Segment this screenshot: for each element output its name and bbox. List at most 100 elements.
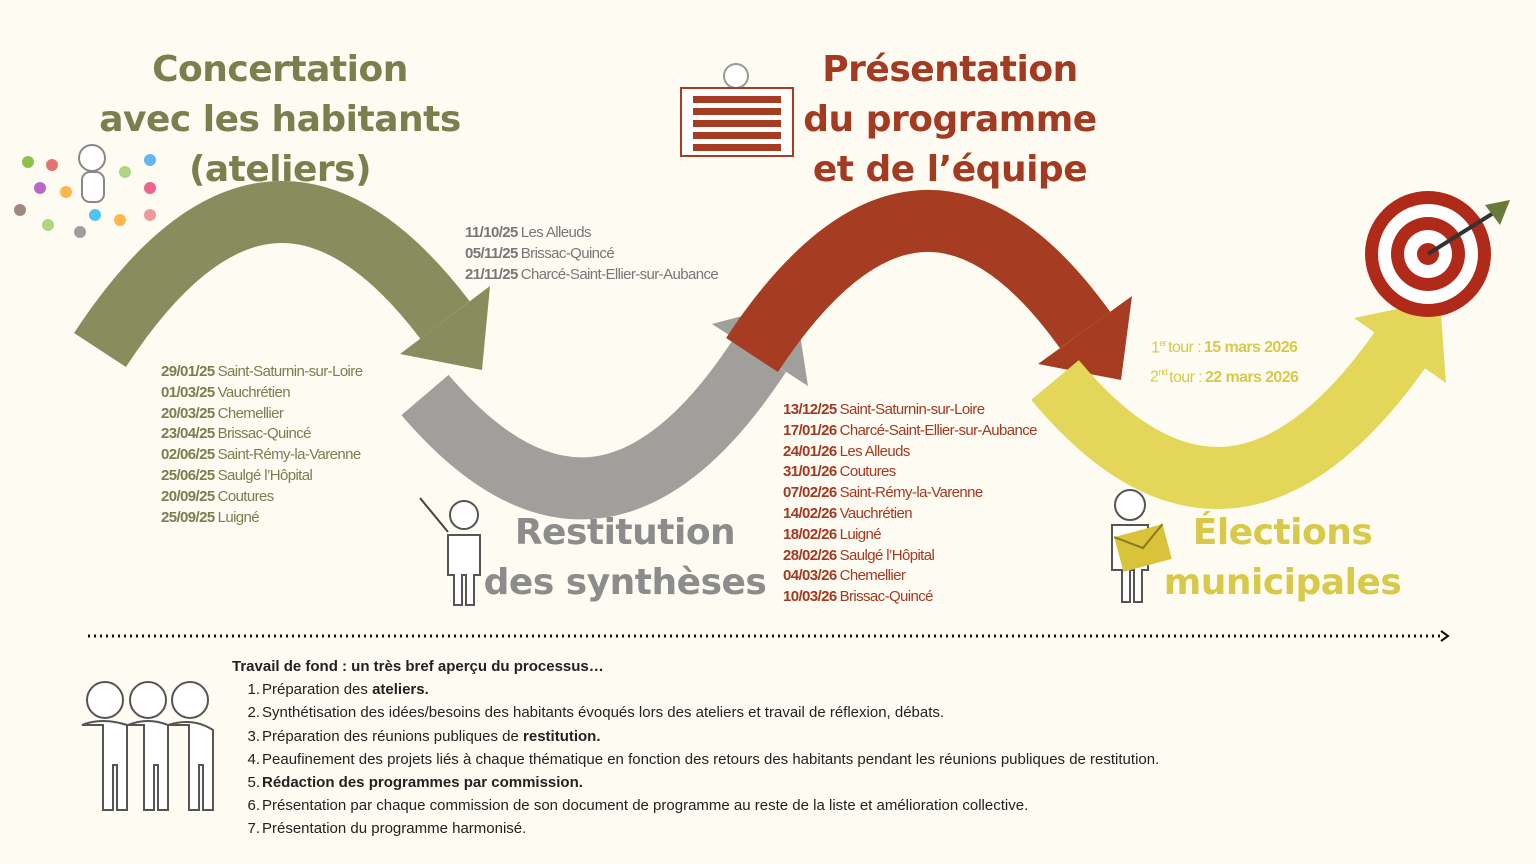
stage-title-elections: Élections municipales — [1160, 508, 1405, 608]
title-line: et de l’équipe — [812, 149, 1088, 190]
step-text-regular: Synthétisation des idées/besoins des hab… — [262, 704, 945, 722]
date-value: 25/09/25 — [161, 508, 215, 526]
date-value: 02/06/25 — [161, 446, 215, 464]
round-date: 22 mars 2026 — [1205, 368, 1299, 386]
date-value: 07/02/26 — [783, 484, 837, 502]
place-name: Les Alleuds — [839, 442, 911, 460]
title-line: Présentation — [822, 49, 1078, 90]
place-name: Saint-Saturnin-sur-Loire — [839, 401, 985, 418]
place-name: Brissac-Quincé — [520, 244, 615, 262]
voter-envelope-icon — [1111, 489, 1172, 603]
stage-title-concertation: Concertation avec les habitants (atelier… — [90, 45, 470, 195]
date-value: 10/03/26 — [783, 588, 837, 606]
place-name: Saint-Saturnin-sur-Loire — [217, 363, 363, 380]
step-number: 1. — [247, 681, 260, 699]
stage-title-presentation: Présentation du programme et de l’équipe — [790, 45, 1110, 195]
title-line: Élections — [1192, 512, 1373, 553]
date-value: 25/06/25 — [161, 466, 215, 484]
date-value: 31/01/26 — [783, 463, 837, 481]
date-value: 11/10/25 — [465, 224, 518, 241]
step-text-bold: ateliers. — [372, 681, 429, 699]
place-name: Vauchrétien — [217, 383, 291, 401]
step-text-bold: Rédaction des programmes par commission. — [262, 774, 583, 792]
step-text: Présentation du programme harmonisé. — [262, 817, 526, 840]
yellow-arrow — [1031, 300, 1446, 509]
date-value: 23/04/25 — [161, 425, 215, 443]
timeline-dotted-arrow — [88, 630, 1450, 642]
step-number: 7. — [247, 820, 260, 838]
place-name: Saulgé l’Hôpital — [217, 466, 313, 484]
title-line: du programme — [803, 99, 1097, 140]
step-text-bold: restitution. — [523, 727, 601, 745]
step-text: Rédaction des programmes par commission. — [262, 771, 583, 794]
step-text: Synthétisation des idées/besoins des hab… — [262, 701, 944, 724]
round-label: tour : — [1169, 368, 1202, 386]
date-value: 20/09/25 — [161, 487, 215, 505]
place-name: Saint-Rémy-la-Varenne — [839, 484, 984, 502]
step-text: Préparation des ateliers. — [262, 678, 429, 701]
step-text-regular: Présentation par chaque commission de so… — [262, 797, 1029, 815]
round-suffix: er — [1159, 338, 1167, 348]
process-step: 2.Synthétisation des idées/besoins des h… — [232, 701, 1512, 724]
step-number: 4. — [247, 750, 260, 768]
step-text-regular: Préparation des réunions publiques de — [262, 727, 524, 745]
place-name: Charcé-Saint-Ellier-sur-Aubance — [520, 265, 719, 283]
title-line: Concertation — [152, 49, 408, 90]
date-value: 24/01/26 — [783, 442, 837, 460]
round-date: 15 mars 2026 — [1204, 339, 1298, 357]
date-value: 01/03/25 — [161, 383, 215, 401]
place-name: Luigné — [217, 508, 260, 526]
step-number: 2. — [247, 704, 260, 722]
round-number: 1 — [1151, 339, 1160, 357]
date-value: 14/02/26 — [783, 504, 837, 522]
title-line: des synthèses — [483, 562, 767, 603]
date-value: 05/11/25 — [465, 244, 518, 262]
process-step: 7.Présentation du programme harmonisé. — [232, 817, 1512, 840]
round-label: tour : — [1168, 339, 1201, 357]
place-name: Les Alleuds — [520, 224, 592, 241]
date-value: 21/11/25 — [465, 265, 518, 283]
place-name: Chemellier — [839, 567, 906, 585]
process-step: 4.Peaufinement des projets liés à chaque… — [232, 748, 1512, 771]
red-arrow — [726, 189, 1132, 380]
process-heading: Travail de fond : un très bref aperçu du… — [232, 658, 604, 675]
people-crowd-icon — [14, 144, 156, 238]
place-name: Saulgé l’Hôpital — [839, 546, 935, 564]
step-text: Présentation par chaque commission de so… — [262, 794, 1028, 817]
step-text-regular: Préparation des — [262, 681, 373, 699]
step-number: 6. — [247, 797, 260, 815]
place-name: Brissac-Quincé — [217, 425, 312, 443]
presenter-icon — [419, 497, 481, 606]
step-text-regular: Peaufinement des projets liés à chaque t… — [262, 750, 1160, 768]
title-line: (ateliers) — [188, 149, 372, 190]
date-value: 20/03/25 — [161, 404, 215, 422]
place-name: Brissac-Quincé — [839, 588, 934, 606]
olive-arrow — [74, 181, 490, 370]
step-text-regular: Présentation du programme harmonisé. — [262, 820, 527, 838]
round-number: 2 — [1150, 368, 1159, 386]
place-name: Coutures — [217, 487, 275, 505]
step-text: Préparation des réunions publiques de re… — [262, 725, 601, 748]
date-value: 04/03/26 — [783, 567, 837, 585]
presentation-board-icon — [680, 63, 794, 157]
place-name: Charcé-Saint-Ellier-sur-Aubance — [839, 421, 1038, 439]
